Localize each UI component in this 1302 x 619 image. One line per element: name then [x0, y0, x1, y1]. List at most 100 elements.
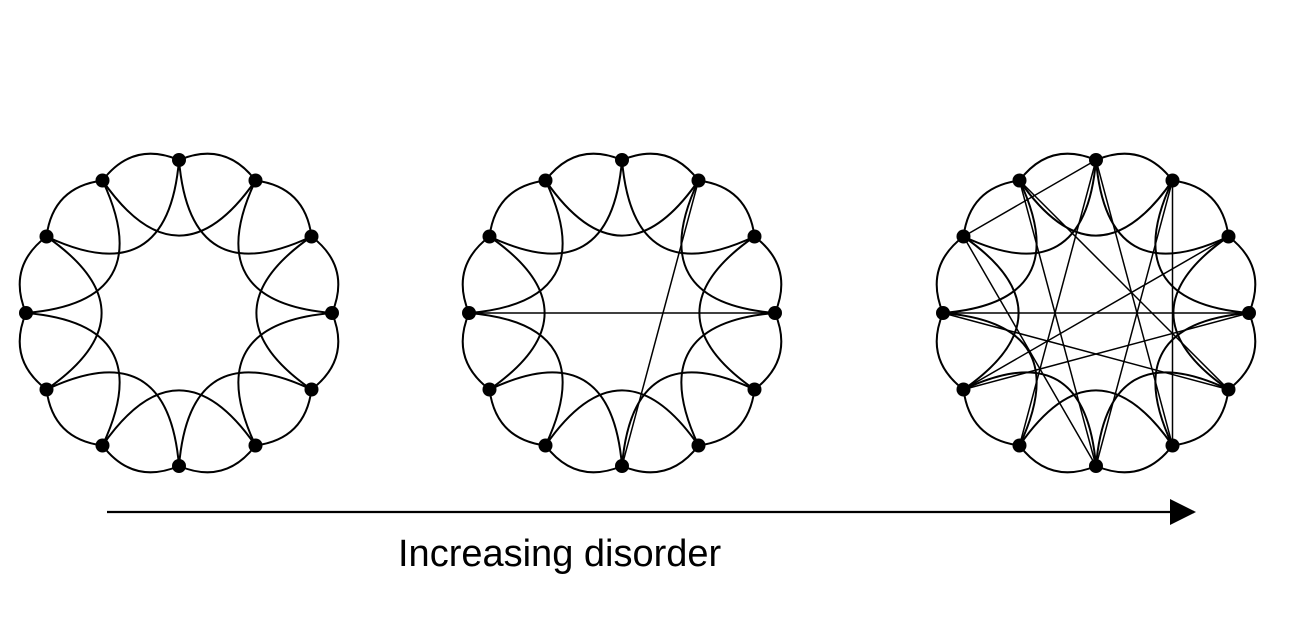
- ring-edge: [310, 235, 340, 314]
- lattice-edge: [45, 235, 103, 391]
- lattice-edge: [101, 179, 257, 237]
- ring-edge: [45, 389, 103, 447]
- lattice-edge: [237, 180, 333, 314]
- node: [325, 306, 339, 320]
- node: [1089, 459, 1103, 473]
- ring-edge: [621, 444, 700, 474]
- node: [538, 173, 553, 188]
- ring-edge: [255, 389, 313, 447]
- shortcut-edge: [621, 180, 700, 467]
- network-3: [935, 152, 1257, 474]
- node: [39, 382, 54, 397]
- shortcut-edge: [963, 312, 1250, 391]
- node: [95, 438, 110, 453]
- lattice-edge: [680, 180, 776, 314]
- ring-edge: [544, 444, 623, 474]
- node: [691, 173, 706, 188]
- ring-edge: [310, 312, 340, 391]
- lattice-edge: [46, 371, 180, 467]
- shortcut-edge: [1018, 159, 1097, 446]
- shortcut-edge: [1095, 180, 1174, 467]
- ring-edge: [18, 312, 48, 391]
- ring-edge: [461, 235, 491, 314]
- node: [1165, 173, 1180, 188]
- lattice-edge: [46, 159, 180, 255]
- ring-edge: [1172, 389, 1230, 447]
- lattice-edge: [237, 312, 333, 446]
- node: [248, 173, 263, 188]
- lattice-edge: [178, 159, 312, 255]
- node: [768, 306, 782, 320]
- node: [462, 306, 476, 320]
- lattice-edge: [621, 371, 755, 467]
- ring-edge: [488, 389, 546, 447]
- lattice-edge: [963, 371, 1097, 467]
- ring-edge: [935, 312, 965, 391]
- node: [747, 229, 762, 244]
- ring-edge: [18, 235, 48, 314]
- ring-edge: [101, 444, 180, 474]
- lattice-edge: [1018, 179, 1174, 237]
- ring-edge: [1172, 179, 1230, 237]
- node: [248, 438, 263, 453]
- ring-edge: [1018, 152, 1097, 182]
- node: [936, 306, 950, 320]
- node: [482, 382, 497, 397]
- lattice-edge: [25, 312, 121, 446]
- lattice-edge: [680, 312, 776, 446]
- ring-edge: [544, 152, 623, 182]
- ring-edge: [488, 179, 546, 237]
- node: [95, 173, 110, 188]
- ring-edge: [935, 235, 965, 314]
- lattice-edge: [468, 312, 564, 446]
- ring-edge: [962, 179, 1020, 237]
- shortcut-edge: [1018, 180, 1097, 467]
- ring-edge: [178, 152, 257, 182]
- ring-edge: [1095, 444, 1174, 474]
- node: [691, 438, 706, 453]
- ring-edge: [753, 312, 783, 391]
- node: [19, 306, 33, 320]
- node: [304, 229, 319, 244]
- node: [304, 382, 319, 397]
- lattice-edge: [101, 389, 257, 447]
- increasing-disorder-label: Increasing disorder: [398, 533, 722, 575]
- ring-edge: [698, 389, 756, 447]
- ring-edge: [753, 235, 783, 314]
- lattice-edge: [942, 180, 1038, 314]
- lattice-edge: [1095, 159, 1229, 255]
- node: [1089, 153, 1103, 167]
- node: [1242, 306, 1256, 320]
- ring-edge: [1227, 312, 1257, 391]
- lattice-edge: [621, 159, 755, 255]
- ring-edge: [621, 152, 700, 182]
- ring-edge: [1018, 444, 1097, 474]
- node: [1012, 438, 1027, 453]
- lattice-edge: [489, 371, 623, 467]
- ring-edge: [178, 444, 257, 474]
- ring-edge: [255, 179, 313, 237]
- shortcut-edge: [1095, 159, 1174, 446]
- network-2: [461, 152, 783, 474]
- lattice-edge: [178, 371, 312, 467]
- ring-edge: [101, 152, 180, 182]
- node: [1165, 438, 1180, 453]
- node: [172, 459, 186, 473]
- lattice-edge: [468, 180, 564, 314]
- ring-edge: [698, 179, 756, 237]
- lattice-edge: [963, 159, 1097, 255]
- node: [172, 153, 186, 167]
- lattice-edge: [544, 389, 700, 447]
- shortcut-edge: [942, 312, 1229, 391]
- lattice-edge: [25, 180, 121, 314]
- node: [956, 229, 971, 244]
- shortcut-edge: [962, 236, 1097, 467]
- lattice-edge: [1154, 312, 1250, 446]
- node: [1221, 229, 1236, 244]
- ring-edge: [461, 312, 491, 391]
- lattice-edge: [544, 179, 700, 237]
- lattice-edge: [1095, 371, 1229, 467]
- lattice-edge: [255, 235, 313, 391]
- node: [615, 153, 629, 167]
